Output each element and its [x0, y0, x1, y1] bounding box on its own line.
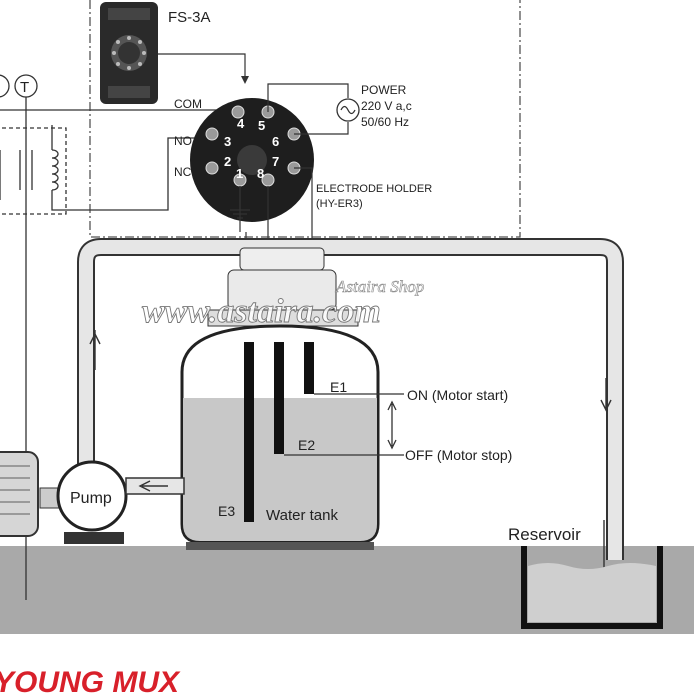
pipe — [79, 240, 622, 560]
pin-1: 1 — [236, 166, 243, 181]
reservoir-label: Reservoir — [508, 525, 581, 544]
electrode-holder-model: (HY-ER3) — [316, 198, 363, 210]
relay-socket — [190, 98, 314, 222]
pin-2: 2 — [224, 154, 231, 169]
reservoir-water — [528, 563, 656, 622]
watermark-shop: Astaira Shop — [335, 277, 424, 296]
electrode-holder — [207, 247, 359, 327]
electrode-e2 — [274, 342, 284, 454]
terminal-nc-label: NC — [174, 165, 192, 179]
power-title: POWER — [361, 83, 407, 97]
control-box-outline — [89, 0, 521, 238]
motor — [0, 451, 39, 537]
coil-icon — [51, 149, 59, 191]
electrode-e3-label: E3 — [218, 503, 235, 519]
power-voltage: 220 V a,c — [361, 99, 412, 113]
pin-7: 7 — [272, 154, 279, 169]
on-level-label: ON (Motor start) — [407, 387, 508, 403]
level-markers — [284, 393, 404, 456]
off-level-label: OFF (Motor stop) — [405, 447, 512, 463]
electrode-holder-label: ELECTRODE HOLDER — [316, 183, 432, 195]
brand-logo: YOUNG MUX — [0, 666, 181, 694]
relay-image — [100, 2, 158, 104]
pin-6: 6 — [272, 134, 279, 149]
terminal-no-label: NO — [174, 134, 192, 148]
electrode-e1-label: E1 — [330, 379, 347, 395]
tank-base — [186, 542, 374, 550]
reservoir — [521, 546, 663, 629]
sine-wave-icon — [340, 105, 356, 115]
electrode-e2-label: E2 — [298, 437, 315, 453]
pump-label: Pump — [70, 490, 112, 507]
pump — [56, 460, 128, 532]
pump-base — [64, 532, 124, 544]
pin-5: 5 — [258, 118, 265, 133]
terminal-com-label: COM — [174, 97, 202, 111]
power-frequency: 50/60 Hz — [361, 115, 409, 129]
arrow-icon — [241, 76, 249, 84]
pin-4: 4 — [237, 116, 245, 131]
watermark-site: www.astaira.com — [142, 293, 381, 330]
relay-model-label: FS-3A — [168, 9, 211, 26]
tank-water — [183, 398, 377, 541]
electrode-e1 — [304, 342, 314, 394]
flow-left-arrow-icon — [138, 480, 168, 492]
switch-symbol-t: T — [20, 79, 29, 96]
pin-3: 3 — [224, 134, 231, 149]
flow-down-arrow-icon — [600, 378, 612, 412]
electrode-e3 — [244, 342, 254, 522]
flow-up-arrow-icon — [89, 330, 101, 370]
tank-label: Water tank — [266, 507, 338, 524]
pin-8: 8 — [257, 166, 264, 181]
